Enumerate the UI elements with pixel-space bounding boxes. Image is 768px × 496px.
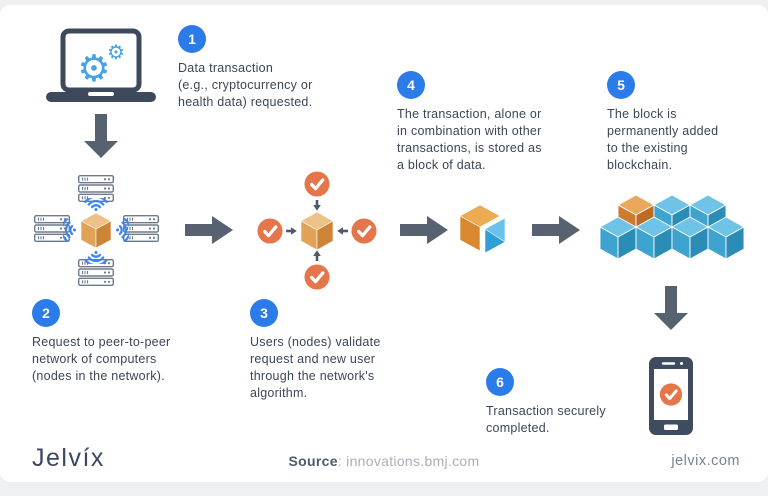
check-circle-icon <box>350 217 378 245</box>
p2p-network-icon <box>34 175 159 286</box>
step-3-badge: 3 <box>250 299 278 327</box>
arrow-down-icon <box>654 286 688 330</box>
data-block-icon <box>459 204 506 254</box>
step-2: 2 Request to peer-to-peer network of com… <box>32 299 170 385</box>
step-5: 5 The block is permanently added to the … <box>607 71 718 174</box>
server-icon <box>78 175 114 202</box>
validation-icon <box>256 170 378 291</box>
check-circle-icon <box>303 170 331 198</box>
step-1-badge: 1 <box>178 25 206 53</box>
check-circle-icon <box>303 263 331 291</box>
arrow-down-icon <box>84 114 118 158</box>
chain-cube-blue <box>599 216 637 260</box>
step-6-badge: 6 <box>486 368 514 396</box>
step-1: 1 Data transaction (e.g., cryptocurrency… <box>178 25 313 111</box>
blockchain-icon <box>599 194 745 260</box>
source-value: : innovations.bmj.com <box>337 453 480 469</box>
data-cube-icon <box>300 211 334 251</box>
step-4-description: The transaction, alone or in combination… <box>397 107 542 172</box>
step-3: 3 Users (nodes) validate request and new… <box>250 299 381 402</box>
gear-icon-small: ⚙ <box>107 42 125 64</box>
laptop-icon: ⚙ ⚙ <box>46 28 156 102</box>
arrow-right-icon <box>185 216 233 244</box>
check-circle-icon <box>256 217 284 245</box>
chain-cube-blue <box>707 216 745 260</box>
website-url: jelvix.com <box>671 453 740 469</box>
source-label: Source <box>288 453 338 469</box>
connector-arrows <box>286 200 348 261</box>
arrow-right-icon <box>532 216 580 244</box>
check-circle-icon <box>659 382 683 407</box>
jelvix-logo: Jelvíx <box>32 444 105 472</box>
step-5-description: The block is permanently added to the ex… <box>607 107 719 172</box>
step-6-description: Transaction securely completed. <box>486 404 606 435</box>
step-5-badge: 5 <box>607 71 635 99</box>
step-6: 6 Transaction securely completed. <box>486 368 606 437</box>
step-2-description: Request to peer-to-peer network of compu… <box>32 335 171 383</box>
chain-cube-blue <box>635 216 673 260</box>
step-4-badge: 4 <box>397 71 425 99</box>
chain-cube-blue <box>671 216 709 260</box>
arrow-right-icon <box>400 216 448 244</box>
phone-icon <box>649 357 693 435</box>
gear-icon: ⚙ <box>77 48 110 89</box>
step-1-description: Data transaction (e.g., cryptocurrency o… <box>178 61 313 109</box>
step-3-description: Users (nodes) validate request and new u… <box>250 335 381 400</box>
server-icon <box>78 259 114 286</box>
step-2-badge: 2 <box>32 299 60 327</box>
data-cube-icon <box>80 212 112 249</box>
source-line: Source: innovations.bmj.com <box>0 453 768 469</box>
step-4: 4 The transaction, alone or in combinati… <box>397 71 542 174</box>
